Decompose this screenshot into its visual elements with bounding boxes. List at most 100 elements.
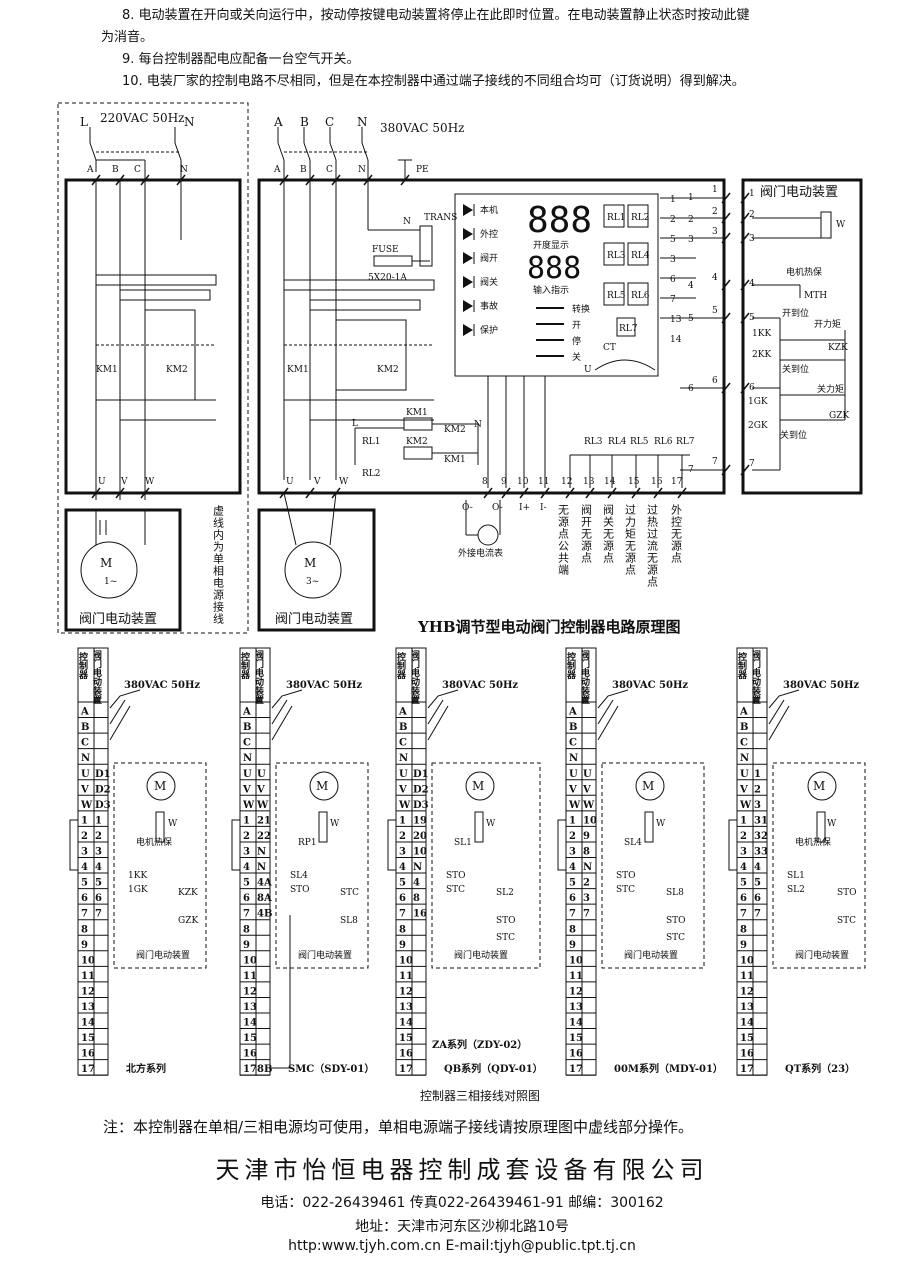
device-terminal: 31 (754, 815, 768, 826)
bottom-terminal: 8 (482, 477, 488, 487)
ctrl-terminal: 6 (81, 893, 88, 904)
wiring-title: 控制器三相接线对照图 (420, 1088, 540, 1103)
valve-device-terminal: 2 (749, 210, 755, 220)
table-supply: 380VAC 50Hz (783, 680, 859, 691)
right-terminal-num: 6 (670, 275, 676, 285)
device-terminal: 4A (257, 878, 272, 889)
table-header-dev: 阀门电动装置 (91, 649, 103, 705)
valve-device-terminal: 4 (749, 279, 755, 289)
ctrl-terminal: 14 (81, 1018, 95, 1029)
ctrl-terminal: 16 (243, 1049, 257, 1060)
series-name: QB系列（QDY-01） (444, 1062, 543, 1075)
intro-p9: 9. 每台控制器配电应配备一台空气开关。 (122, 52, 360, 67)
valve-device-mth: MTH (804, 291, 827, 301)
ctrl-terminal: V (242, 784, 251, 795)
terminal-marker (721, 232, 731, 244)
web-line: http:www.tjyh.com.cn E-mail:tjyh@public.… (288, 1238, 636, 1254)
table-component-label: STO (496, 916, 516, 926)
table-header-ctrl: 控制器 (736, 651, 748, 680)
ctrl-terminal: 6 (399, 893, 406, 904)
ctrl-terminal: B (81, 722, 89, 733)
display-module (454, 193, 659, 377)
ctrl-terminal: 6 (243, 893, 250, 904)
ctrl-terminal: 1 (569, 815, 576, 826)
led-label: 事故 (480, 300, 498, 312)
ctrl-terminal: 15 (243, 1033, 257, 1044)
valve-device-label: 开力矩 (814, 318, 841, 330)
ctrl-terminal: C (243, 738, 251, 749)
right-terminal-num: 13 (670, 315, 682, 325)
table-component-label: SL4 (624, 838, 642, 848)
single-phase-controller-box (64, 178, 242, 495)
device-terminal: 3 (754, 800, 761, 811)
table-device-label: 阀门电动装置 (624, 949, 678, 961)
terminal-marker (740, 279, 750, 291)
led-label: 阀关 (480, 276, 498, 288)
three-phase-motor-symbol (284, 541, 342, 599)
tp-motor-type: 3~ (306, 577, 319, 587)
device-terminal: D2 (95, 784, 111, 795)
valve-device-label: 开到位 (782, 307, 809, 319)
ctrl-terminal: 12 (243, 986, 257, 997)
bottom-note: 过热过流无源点 (646, 504, 659, 588)
ctrl-terminal: 14 (399, 1018, 413, 1029)
button-label: 开 (572, 320, 581, 331)
terminal-marker (115, 174, 125, 186)
button-label: 关 (572, 351, 581, 363)
ct-u: U (584, 365, 592, 375)
ctrl-terminal: N (740, 753, 749, 764)
sp-term-b: B (112, 165, 119, 175)
table-motor: M (642, 779, 654, 793)
device-terminal: 16 (413, 909, 427, 920)
table-component-label: 1GK (128, 885, 148, 895)
coil-km2-contact: KM2 (444, 425, 466, 435)
terminal-marker (279, 487, 289, 499)
table-supply: 380VAC 50Hz (286, 680, 362, 691)
device-terminal: 10 (413, 847, 427, 858)
tp-device-label: 阀门电动装置 (275, 612, 353, 627)
coil-rl2: RL2 (362, 469, 380, 479)
bottom-terminal: 16 (651, 477, 663, 487)
series-name: QT系列（23） (785, 1062, 855, 1075)
bottom-terminal: 10 (517, 477, 529, 487)
terminal-marker (305, 174, 315, 186)
tp-term-a: A (273, 165, 281, 175)
bottom-note: 过力矩无源点 (624, 504, 637, 576)
terminal-marker (279, 174, 289, 186)
intro-p8-line2: 为消音。 (101, 30, 154, 45)
current-meter-symbol (477, 524, 499, 546)
contact-line: 电话：022-26439461 传真022-26439461-91 邮编：300… (260, 1195, 664, 1211)
ctrl-terminal: 5 (243, 878, 250, 889)
device-terminal: 7 (754, 909, 761, 920)
device-terminal: N (583, 862, 592, 873)
device-terminal: 3 (95, 847, 102, 858)
ctrl-terminal: U (81, 769, 90, 780)
table-w: W (168, 819, 178, 829)
terminal-marker (331, 487, 341, 499)
table-device-label: 阀门电动装置 (298, 949, 352, 961)
table-component-label: SL2 (787, 885, 805, 895)
ctrl-terminal: 17 (740, 1064, 754, 1075)
ctrl-terminal: 14 (740, 1018, 754, 1029)
bottom-terminal: 12 (561, 477, 572, 487)
tp-term-c: C (326, 165, 333, 175)
single-phase-dashed-zone (57, 102, 249, 634)
table-component-label: STC (837, 916, 856, 926)
terminal-marker (400, 174, 410, 186)
table-motor: M (316, 779, 328, 793)
ctrl-terminal: 9 (399, 940, 406, 951)
terminal-marker (721, 312, 731, 324)
controller-out-terminal: 6 (688, 384, 694, 394)
device-terminal: N (257, 847, 266, 858)
ctrl-terminal: 15 (740, 1033, 754, 1044)
ctrl-terminal: 4 (569, 862, 576, 873)
three-phase-controller-box (257, 178, 726, 495)
table-component-label: 1KK (128, 871, 147, 881)
valve-device-label: 1KK (752, 329, 771, 339)
ctrl-terminal: 8 (569, 924, 576, 935)
ctrl-terminal: N (569, 753, 578, 764)
controller-out-terminal-top: 2 (712, 207, 718, 217)
ctrl-terminal: 8 (243, 924, 250, 935)
